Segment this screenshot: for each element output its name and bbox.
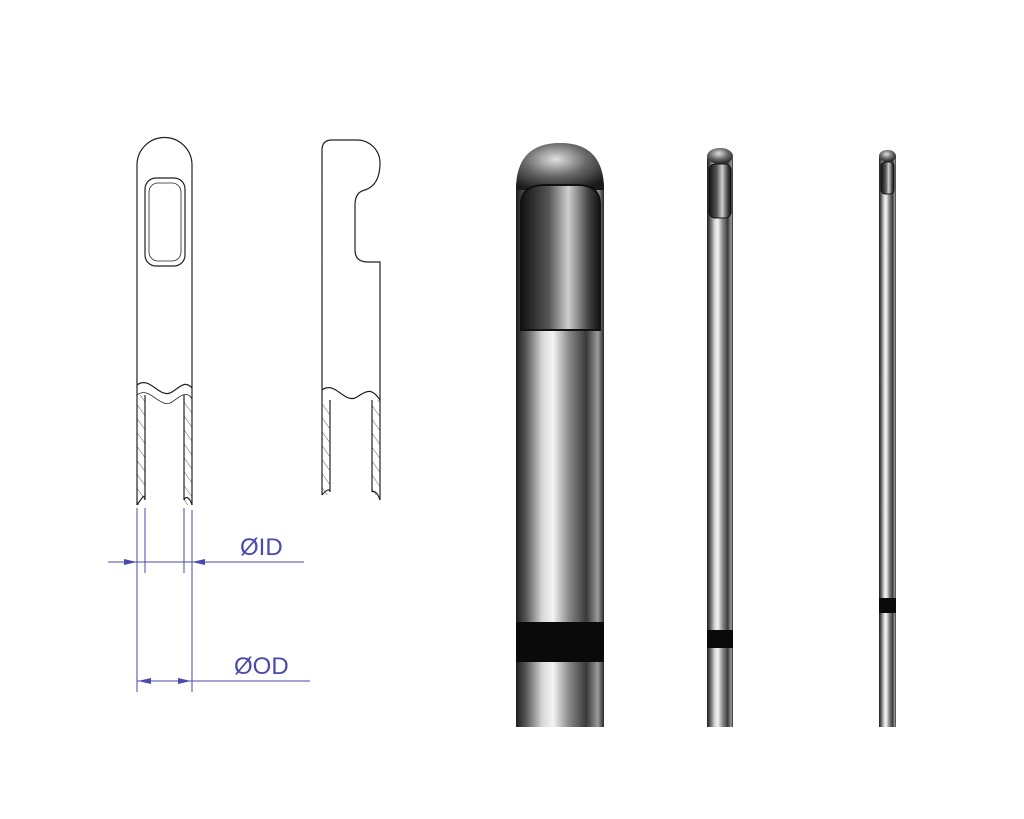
cannula-render-large [516,143,604,727]
cannula-render-medium [707,148,733,727]
break-line [321,387,381,401]
front-view-slot [144,177,186,267]
od-arrow-right [178,678,191,684]
od-label: ØOD [234,653,289,680]
side-view-outline [321,139,381,400]
depth-marker-band [879,598,896,613]
front-view-outline [136,136,193,388]
cannula-side-port [880,161,895,195]
cannula-side-port [520,184,601,331]
side-view-drawing [321,139,381,501]
front-view-drawing [136,136,193,506]
depth-marker-band [516,622,604,662]
cannula-render-small [879,150,896,727]
break-line [136,382,193,395]
dimension-annotations [108,508,310,692]
id-label: ØID [240,534,283,561]
depth-marker-band [707,630,733,648]
od-arrow-left [138,678,151,684]
id-arrow-right [192,559,205,565]
cannula-side-port [708,163,732,219]
id-arrow-left [124,559,137,565]
